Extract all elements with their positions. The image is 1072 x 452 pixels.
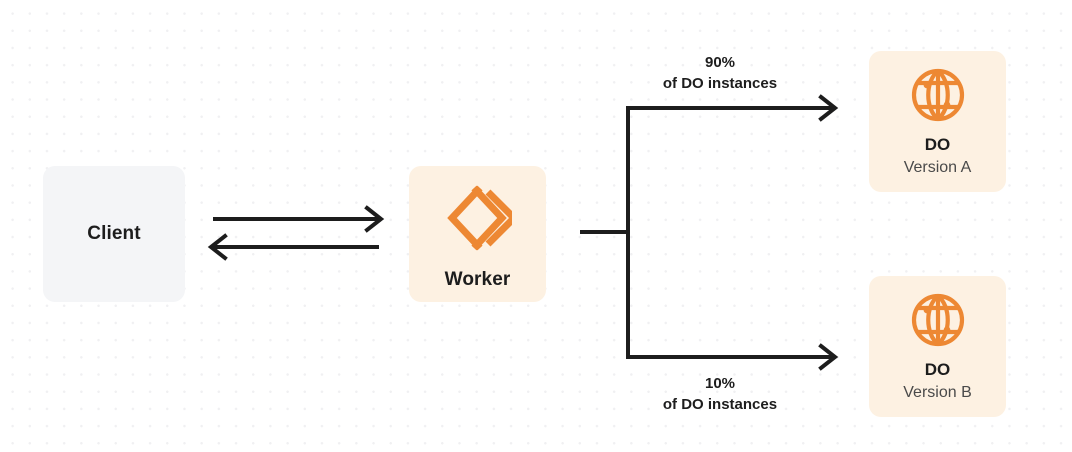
cloudflare-workers-icon	[444, 182, 519, 254]
edge-label-do-b-description: of DO instances	[662, 396, 778, 414]
node-worker: Worker	[409, 166, 546, 302]
node-do-b-sublabel: Version B	[903, 383, 972, 401]
edge-label-do-b-percent: 10%	[704, 375, 736, 392]
node-do-b-label: DO	[924, 360, 951, 380]
edge-label-do-b: 10% of DO instances	[605, 373, 835, 416]
edge-label-do-a-description: of DO instances	[662, 75, 778, 93]
edge-client-to-worker	[213, 205, 385, 233]
node-do-version-b: DO Version B	[869, 276, 1006, 417]
node-do-version-a: DO Version A	[869, 51, 1006, 192]
node-client-label: Client	[87, 223, 141, 245]
node-client: Client	[43, 166, 185, 302]
node-do-a-sublabel: Version A	[903, 158, 972, 176]
durable-object-globe-icon	[908, 290, 968, 350]
node-worker-label: Worker	[444, 269, 511, 291]
edge-worker-branch-stub	[580, 106, 630, 359]
edge-worker-to-client	[207, 233, 379, 261]
node-do-a-label: DO	[924, 135, 951, 155]
edge-worker-to-do-a	[626, 94, 839, 122]
edge-worker-to-do-b	[626, 343, 839, 371]
edge-label-do-a-percent: 90%	[704, 54, 736, 71]
edge-label-do-a: 90% of DO instances	[605, 52, 835, 95]
durable-object-globe-icon	[908, 65, 968, 125]
